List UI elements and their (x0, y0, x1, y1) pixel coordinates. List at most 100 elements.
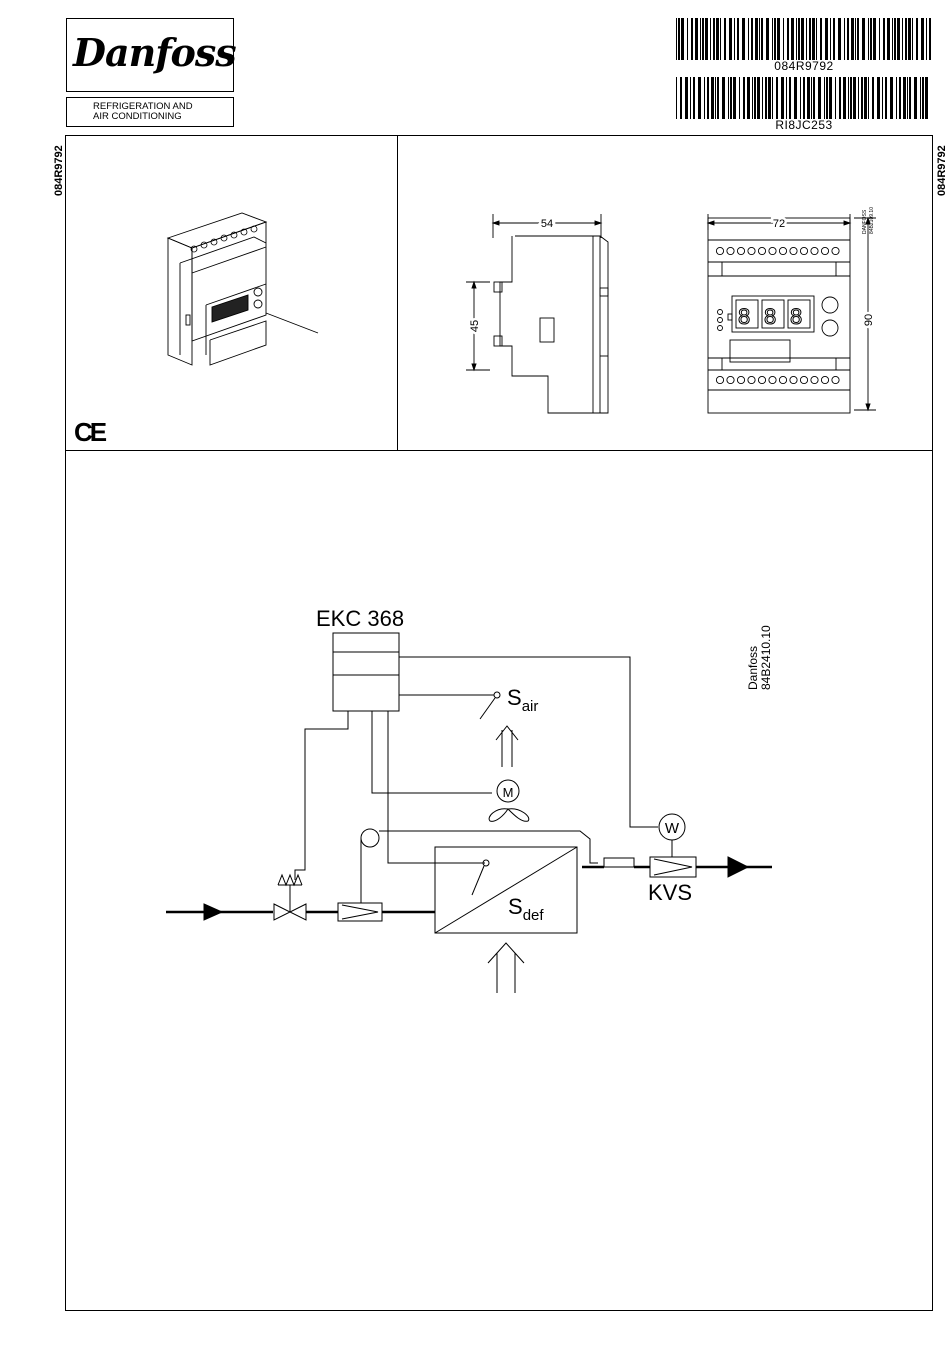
svg-text:8: 8 (764, 304, 776, 329)
barcode-bar (902, 18, 903, 60)
barcode-bar (757, 77, 760, 119)
barcode-2 (676, 77, 932, 119)
terminal-screw (821, 376, 828, 383)
barcode-bar (897, 18, 900, 60)
barcode-bar (877, 77, 880, 119)
barcode-bar (855, 18, 856, 60)
barcode-bar (839, 77, 841, 119)
terminal-screw (727, 376, 734, 383)
barcode-bar (715, 77, 716, 119)
barcode-bar (710, 18, 711, 60)
barcode-bar (733, 77, 736, 119)
barcode-bar (681, 18, 684, 60)
dim-side-width: 54 (541, 218, 553, 230)
barcode-bar (786, 77, 787, 119)
barcode-bar (754, 77, 756, 119)
barcode-bar (922, 77, 924, 119)
barcode-bar (890, 77, 893, 119)
side-code-right: 084R9792 (936, 145, 948, 196)
barcode-bar (883, 18, 885, 60)
barcode-bar (916, 18, 918, 60)
barcode-bar (687, 18, 688, 60)
barcode-bar (762, 77, 763, 119)
barcode-bar (907, 77, 908, 119)
barcode-bar (903, 77, 906, 119)
barcode-bar (872, 77, 874, 119)
barcode-bar (783, 18, 784, 60)
barcode-bar (716, 18, 719, 60)
barcode-bar (873, 18, 876, 60)
barcode-bar (848, 77, 849, 119)
barcode-bar (717, 77, 719, 119)
barcode-bar (765, 77, 767, 119)
barcode-bar (882, 77, 883, 119)
barcode-bar (698, 77, 701, 119)
barcode-bar (844, 18, 845, 60)
diagram-ref-1: Danfoss (746, 646, 760, 690)
barcode-bar (676, 18, 677, 60)
terminal-screw (748, 247, 755, 254)
barcode-bar (870, 18, 872, 60)
terminal-screw (769, 376, 776, 383)
barcode-bar (801, 18, 804, 60)
sensor-def-subscript: def (523, 907, 545, 924)
terminal-screw (716, 247, 723, 254)
barcode-bar (868, 77, 869, 119)
valve-label: KVS (648, 880, 692, 905)
svg-text:Sdef: Sdef (508, 894, 544, 924)
sensor-air-symbol: S (507, 685, 522, 710)
barcode-bar (851, 18, 854, 60)
barcode-bar (781, 77, 784, 119)
barcode-bar (864, 77, 867, 119)
barcode-bar (929, 18, 931, 60)
barcode-bar (798, 18, 800, 60)
terminal-screw (716, 376, 723, 383)
barcode-bar (892, 18, 893, 60)
barcode-bar (787, 18, 789, 60)
barcode-bar (812, 18, 815, 60)
barcode-bar (752, 77, 753, 119)
barcode-bar (835, 77, 836, 119)
terminal-screw (790, 247, 797, 254)
terminal-screw (832, 247, 839, 254)
svg-text:Sair: Sair (507, 685, 538, 715)
barcode-bar (885, 77, 887, 119)
barcode-bar (861, 77, 863, 119)
barcode-bar (809, 18, 811, 60)
barcode-bar (685, 77, 688, 119)
dim-front-height: 90 (863, 314, 875, 326)
barcode-bar (777, 18, 780, 60)
terminal-screw (790, 376, 797, 383)
barcode-bar (705, 18, 708, 60)
barcode-bar (774, 18, 776, 60)
barcode-bar (743, 77, 745, 119)
barcode-bar (894, 18, 896, 60)
barcode-bar (678, 18, 680, 60)
barcode-bar (693, 77, 695, 119)
barcode-bar (909, 77, 911, 119)
barcode-bar (830, 18, 831, 60)
barcode-bar (691, 18, 693, 60)
barcode-bar (806, 18, 807, 60)
barcode-bar (776, 77, 778, 119)
barcode-bar (728, 77, 729, 119)
terminal-screw (832, 376, 839, 383)
barcode-bar (899, 77, 901, 119)
barcode-bar (833, 18, 835, 60)
barcode-1 (676, 18, 932, 60)
barcode-bar (737, 18, 739, 60)
barcode-bar (818, 77, 821, 119)
controller-box (333, 633, 399, 711)
barcode-bar (807, 77, 810, 119)
barcode-bar (800, 77, 801, 119)
barcode-bar (829, 77, 832, 119)
fan-motor-label: M (503, 785, 514, 800)
barcode-bar (766, 18, 769, 60)
barcode-1-text: 084R9792 (676, 59, 932, 73)
barcode-bar (912, 18, 913, 60)
side-view-drawing: 54 45 (460, 208, 620, 418)
barcode-bar (742, 18, 745, 60)
barcode-bar (695, 18, 698, 60)
barcode-bar (825, 18, 828, 60)
